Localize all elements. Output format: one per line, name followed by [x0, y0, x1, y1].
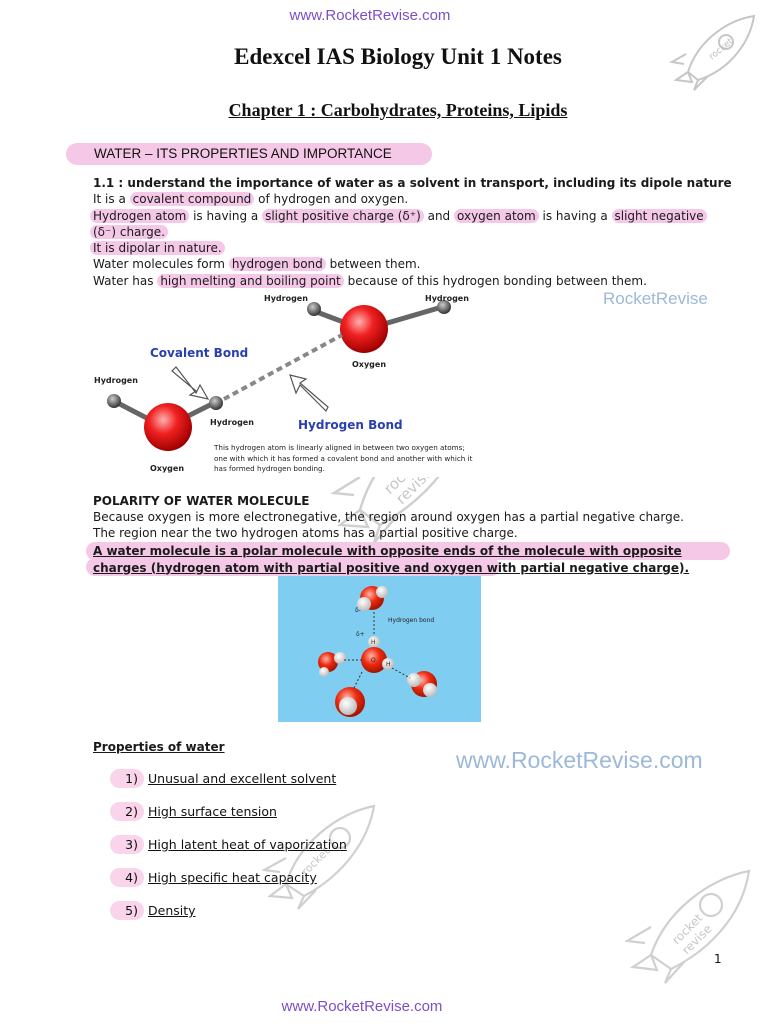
- chapter-heading: Chapter 1 : Carbohydrates, Proteins, Lip…: [228, 100, 568, 120]
- rocket-watermark-icon: rocket: [262, 804, 376, 910]
- document-title: Edexcel IAS Biology Unit 1 Notes: [234, 44, 562, 69]
- list-item: 3)High latent heat of vaporization: [110, 835, 347, 854]
- hydrogen-atom-icon: [357, 597, 371, 611]
- oxygen-atom-icon: [144, 403, 192, 451]
- label-hydrogen-mid: Hydrogen: [210, 418, 254, 427]
- oxygen-atom-icon: [340, 305, 388, 353]
- oxygen-atom-icon: [318, 652, 338, 672]
- list-item: 4)High specific heat capacity: [110, 868, 317, 887]
- hb-label: Hydrogen bond: [388, 617, 434, 624]
- polarity-para-3: A water molecule is a polar molecule wit…: [93, 544, 690, 575]
- arrow-icon: [289, 374, 329, 413]
- list-item: 5)Density: [110, 901, 196, 920]
- rocket-watermark-icon: rocket: [669, 14, 756, 91]
- label-oxygen-bottom: Oxygen: [150, 464, 184, 473]
- footer-website-link[interactable]: www.RocketRevise.com: [281, 998, 443, 1015]
- section-banner: [66, 143, 432, 165]
- hydrogen-atom-icon: [437, 300, 451, 314]
- label-oxygen-top: Oxygen: [352, 360, 386, 369]
- watermark-text: RocketRevise: [603, 289, 708, 308]
- hydrogen-atom-icon: [334, 652, 346, 664]
- hydrogen-atom-icon: [107, 394, 121, 408]
- hydrogen-atom-icon: [339, 697, 357, 715]
- hydrogen-atom-icon: [209, 396, 223, 410]
- delta-plus-label: δ+: [356, 631, 365, 638]
- oxygen-atom-icon: [361, 647, 387, 673]
- h-label: H: [371, 639, 376, 646]
- hydrogen-bond-diagram: Hydrogen Hydrogen Oxygen Covalent Bond H…: [92, 289, 474, 477]
- hydrogen-atom-icon: [382, 658, 394, 670]
- body-line-1: It is a covalent compound of hydrogen an…: [93, 192, 409, 206]
- body-line-5: Water molecules form hydrogen bond betwe…: [93, 257, 421, 271]
- hydrogen-atom-icon: [368, 636, 380, 648]
- spec-point: 1.1 : understand the importance of water…: [93, 176, 732, 190]
- delta-minus-label: δ-: [355, 607, 361, 614]
- arrow-icon: [171, 366, 210, 400]
- polarity-para-1: Because oxygen is more electronegative, …: [93, 510, 684, 524]
- hydrogen-atom-icon: [307, 302, 321, 316]
- polarity-para-3-highlight: [86, 542, 730, 560]
- hydrogen-atom-icon: [319, 667, 329, 677]
- label-covalent-bond: Covalent Bond: [150, 346, 248, 360]
- page-number: 1: [714, 952, 722, 966]
- rocket-watermark-icon: rocket revise: [625, 869, 751, 984]
- hydrogen-atom-icon: [376, 586, 388, 598]
- polarity-para-2: The region near the two hydrogen atoms h…: [93, 526, 518, 540]
- polarity-para-3-highlight: [86, 558, 500, 576]
- label-hydrogen-left: Hydrogen: [94, 376, 138, 385]
- o-label: O: [371, 657, 376, 664]
- hydrogen-atom-icon: [423, 683, 437, 697]
- body-line-6: Water has high melting and boiling point…: [93, 274, 647, 288]
- watermark-large-text: www.RocketRevise.com: [456, 747, 703, 773]
- polarity-heading: POLARITY OF WATER MOLECULE: [93, 494, 310, 508]
- label-hydrogen-top-left: Hydrogen: [264, 294, 308, 303]
- body-line-4: It is dipolar in nature.: [90, 240, 225, 257]
- list-item: 2)High surface tension: [110, 802, 277, 821]
- properties-heading: Properties of water: [93, 740, 225, 754]
- label-hydrogen-top-right: Hydrogen: [425, 294, 469, 303]
- polar-water-diagram: δ- Hydrogen bond δ+ H O H: [278, 576, 481, 722]
- h2-label: H: [386, 661, 391, 668]
- body-line-2: Hydrogen atom is having a slight positiv…: [90, 208, 707, 225]
- header-website-link[interactable]: www.RocketRevise.com: [289, 7, 451, 24]
- diagram-caption: This hydrogen atom is linearly aligned i…: [214, 443, 473, 473]
- body-line-3: (δ⁻) charge.: [90, 224, 168, 241]
- hydrogen-atom-icon: [407, 673, 421, 687]
- section-banner-text: WATER – ITS PROPERTIES AND IMPORTANCE: [94, 146, 392, 161]
- list-item: 1)Unusual and excellent solvent: [110, 769, 336, 788]
- label-hydrogen-bond: Hydrogen Bond: [298, 418, 403, 432]
